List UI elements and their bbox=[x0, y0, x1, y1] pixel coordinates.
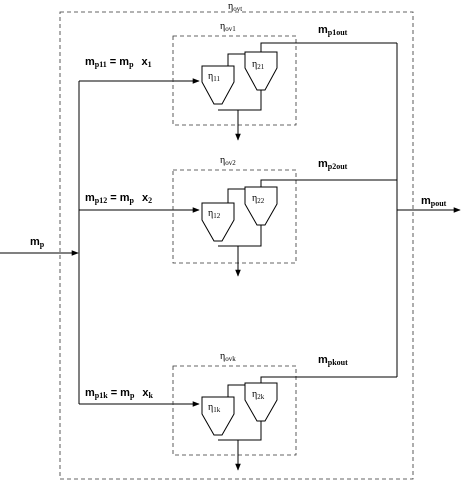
branch-k-boundary bbox=[172, 365, 297, 456]
branch-1-cyclone-2 bbox=[244, 51, 278, 91]
branch-2-overflow bbox=[260, 179, 397, 187]
branch-k-cyclone-2-label: η2k bbox=[252, 389, 265, 401]
branch-1-out-label: mp1out bbox=[318, 24, 348, 37]
branch-k-link bbox=[227, 384, 245, 397]
overall-eta-label: ηovt bbox=[228, 1, 242, 13]
branch-k-cyclone-1-label: η1k bbox=[208, 402, 221, 414]
branch-2-eta-ov: ηov2 bbox=[220, 155, 236, 167]
branch-1-cyclone-1 bbox=[201, 65, 235, 105]
branch-1-overflow bbox=[260, 42, 397, 52]
branch-2-cyclone-1-label: η12 bbox=[208, 208, 221, 220]
branch-k-cyclone-1 bbox=[201, 396, 235, 436]
branch-k-out-label: mpkout bbox=[318, 354, 348, 367]
branch-k-overflow bbox=[260, 376, 397, 383]
branch-k-eta-ov: ηovk bbox=[220, 351, 236, 363]
input-label: mp bbox=[30, 236, 45, 249]
branch-1-recycle bbox=[218, 90, 262, 111]
branch-1-boundary bbox=[172, 35, 297, 126]
branch-k-recycle bbox=[218, 421, 262, 441]
branch-2-cyclone-2-label: η22 bbox=[252, 193, 265, 205]
branch-1-eta-ov: ηov1 bbox=[220, 21, 236, 33]
branch-k-cyclone-2 bbox=[244, 382, 278, 422]
branch-2-cyclone-2 bbox=[244, 186, 278, 226]
output-label: mpout bbox=[421, 195, 447, 208]
branch-2-out-label: mp2out bbox=[318, 158, 348, 171]
branch-1-link bbox=[227, 53, 245, 66]
branch-1-cyclone-2-label: η21 bbox=[252, 59, 265, 71]
branch-2-cyclone-1 bbox=[201, 202, 235, 242]
branch-1-cyclone-1-label: η11 bbox=[208, 71, 220, 83]
branch-2-recycle bbox=[218, 225, 262, 247]
branch-2-boundary bbox=[172, 169, 297, 264]
branch-2-link bbox=[227, 188, 245, 203]
overall-boundary bbox=[59, 11, 414, 480]
